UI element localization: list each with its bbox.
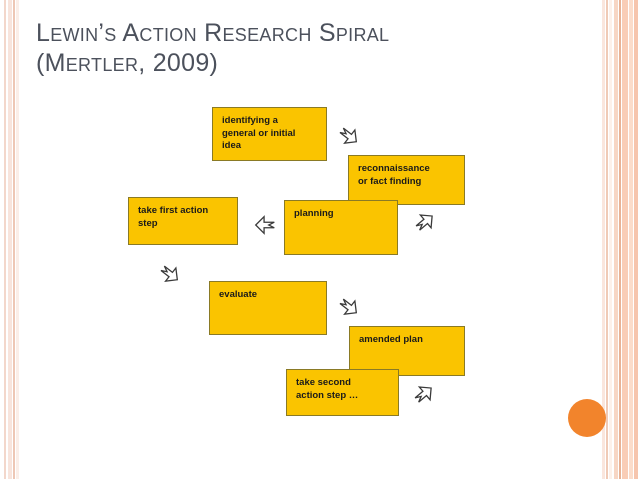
slide-title: Lewin’s Action Research Spiral (Mertler,…	[36, 19, 390, 77]
arrow-amended-plan-to-second-action-icon	[411, 381, 437, 407]
arrow-reconnaissance-to-planning-icon	[412, 209, 438, 235]
diagram-node-reconnaissance: reconnaissance or fact finding	[348, 155, 465, 205]
diagram-node-amended-plan: amended plan	[349, 326, 465, 376]
arrow-idea-to-reconnaissance-icon	[336, 123, 362, 149]
diagram-node-take-second-action-step: take second action step …	[286, 369, 399, 416]
arrow-first-action-to-evaluate-icon	[157, 261, 183, 287]
accent-circle-decoration	[568, 399, 606, 437]
diagram-node-identifying-idea: identifying a general or initial idea	[212, 107, 327, 161]
diagram-node-evaluate: evaluate	[209, 281, 327, 335]
diagram-node-take-first-action-step: take first action step	[128, 197, 238, 245]
arrow-planning-to-first-action-icon	[252, 212, 278, 238]
diagram-node-planning: planning	[284, 200, 398, 255]
arrow-evaluate-to-amended-plan-icon	[336, 294, 362, 320]
